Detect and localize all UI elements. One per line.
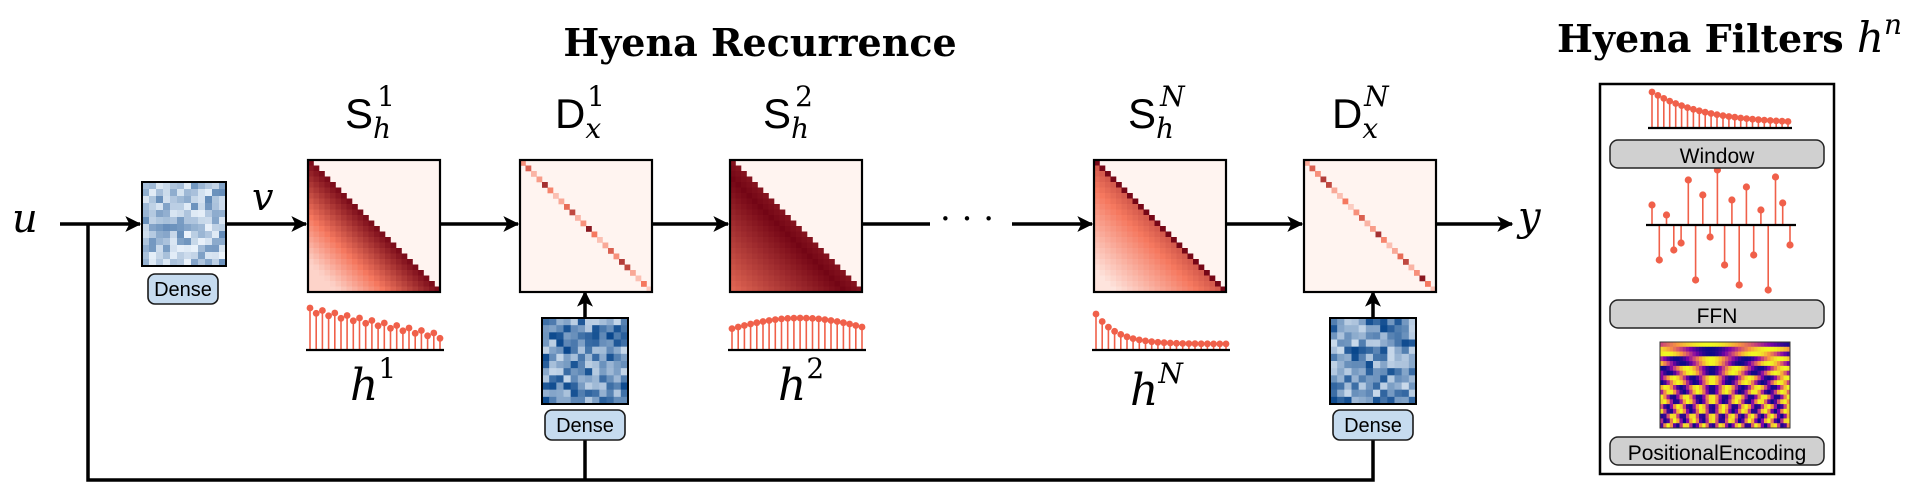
positional-encoding-plot: [1659, 341, 1791, 429]
block-label-s2: Sh2: [763, 80, 813, 145]
dense-block-2: Dense: [541, 317, 629, 441]
matrix-block-3: [728, 158, 864, 294]
signal-arrows: [60, 216, 1514, 482]
matrix-block-5: [1302, 158, 1438, 294]
matrix-block-2: [518, 158, 654, 294]
block-label-sn: ShN: [1128, 80, 1186, 145]
filter-label-hn: hN: [1130, 357, 1184, 416]
filter-label-h2: h2: [778, 352, 824, 411]
ellipsis: · · ·: [940, 199, 994, 239]
pill-positional-encoding: PositionalEncoding: [1609, 436, 1825, 466]
diagram-title: Hyena Recurrence: [563, 20, 956, 65]
block-label-dn: DxN: [1332, 80, 1390, 145]
pill-positional-encoding-label: PositionalEncoding: [1628, 442, 1807, 465]
block-labels: Sh1 Dx1 Sh2 ShN DxN: [345, 80, 1390, 145]
filter-plot-h2: [728, 314, 866, 352]
dense-label-1: Dense: [154, 279, 212, 301]
filter-label-h1: h1: [350, 352, 396, 411]
pill-ffn-label: FFN: [1697, 305, 1738, 328]
filter-plot-h1: [306, 304, 444, 352]
window-filter-plot: [1648, 88, 1792, 130]
output-label: y: [1516, 194, 1542, 240]
dense-block-3: Dense: [1329, 317, 1417, 441]
v-label: v: [252, 175, 274, 219]
dense-label-2: Dense: [556, 415, 614, 437]
filters-title-sup: n: [1884, 8, 1902, 41]
block-label-d1: Dx1: [555, 80, 605, 145]
filters-panel: Window FFN PositionalEncoding: [1598, 82, 1836, 476]
filters-title-var: h: [1857, 13, 1884, 62]
filters-title: Hyena Filters hn: [1557, 8, 1902, 62]
pill-window: Window: [1609, 139, 1825, 169]
block-label-s1: Sh1: [345, 80, 395, 145]
filter-plot-hn: [1092, 310, 1230, 352]
pill-window-label: Window: [1680, 145, 1756, 168]
dense-block-1: Dense: [141, 181, 227, 305]
dense-label-3: Dense: [1344, 415, 1402, 437]
matrix-block-4: [1092, 158, 1228, 294]
ffn-filter-plot: [1646, 166, 1796, 294]
matrix-block-1: [306, 158, 442, 294]
skip-connection: [86, 224, 1375, 482]
filter-labels: h1 h2 hN: [350, 352, 1184, 416]
input-label: u: [12, 196, 38, 242]
pill-ffn: FFN: [1609, 299, 1825, 329]
